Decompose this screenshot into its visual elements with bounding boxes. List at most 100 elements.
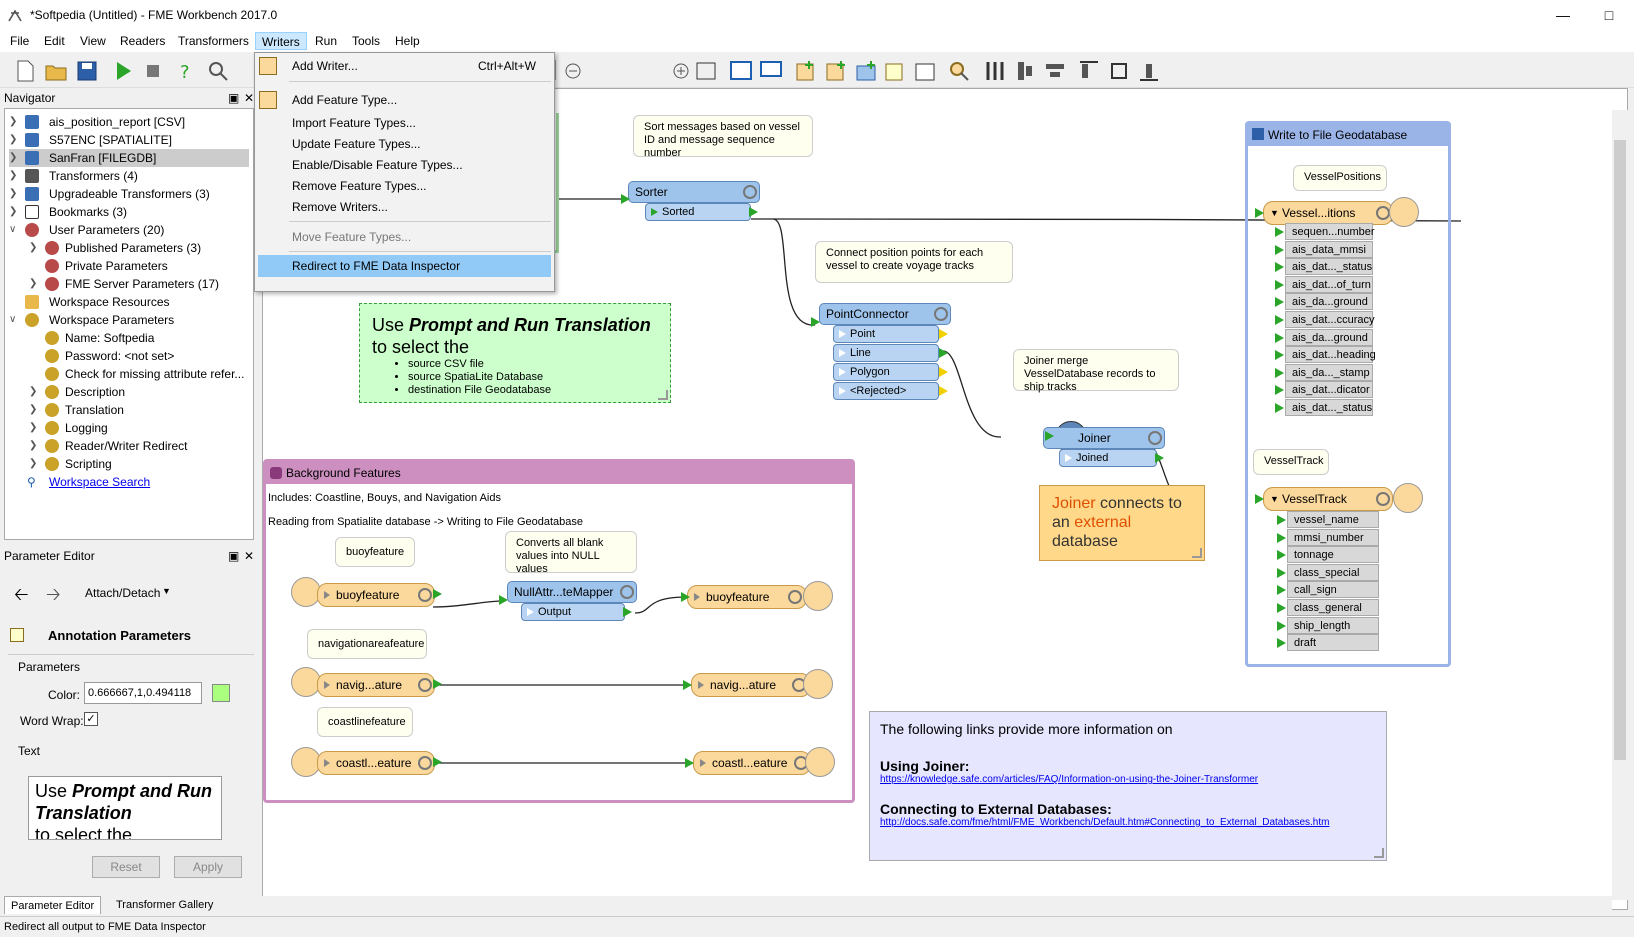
- chevron-right-icon[interactable]: ❯: [9, 116, 18, 127]
- menu-transformers[interactable]: Transformers: [178, 34, 249, 48]
- output-port-icon[interactable]: [749, 207, 758, 217]
- output-port-icon[interactable]: [939, 329, 948, 339]
- color-input[interactable]: 0.666667,1,0.494118: [84, 682, 202, 704]
- sorter-transformer[interactable]: Sorter: [628, 181, 760, 203]
- chevron-right-icon[interactable]: ❯: [9, 134, 18, 145]
- chevron-down-icon[interactable]: ▼: [1270, 208, 1279, 218]
- attribute-port-icon[interactable]: [1275, 297, 1284, 308]
- add-writer-icon[interactable]: [823, 58, 849, 84]
- minimize-button[interactable]: —: [1556, 7, 1570, 23]
- menu-update-feature-types[interactable]: Update Feature Types...: [292, 137, 421, 151]
- gear-icon[interactable]: [788, 590, 802, 604]
- menu-import-feature-types[interactable]: Import Feature Types...: [292, 116, 416, 130]
- attribute-port-icon[interactable]: [1275, 350, 1284, 361]
- tree-item-password[interactable]: Password: <not set>: [29, 347, 249, 365]
- nav-writer[interactable]: navig...ature: [691, 673, 811, 697]
- workspace-canvas[interactable]: Use Prompt and Run Translation to select…: [262, 88, 1628, 910]
- vesselpositions-attribute[interactable]: ais_dat...ccuracy: [1285, 311, 1375, 328]
- vesseltrack-label[interactable]: VesselTrack: [1253, 449, 1329, 475]
- add-reader-icon[interactable]: [793, 58, 819, 84]
- save-button[interactable]: [74, 58, 100, 84]
- gear-icon[interactable]: [418, 678, 432, 692]
- menu-remove-writers[interactable]: Remove Writers...: [292, 200, 388, 214]
- write-gdb-bookmark-title[interactable]: Write to File Geodatabase: [1248, 124, 1448, 146]
- tree-item-server-parameters[interactable]: ❯FME Server Parameters (17): [29, 277, 220, 291]
- pointconnector-port-point[interactable]: Point: [833, 325, 939, 343]
- vesselpositions-attribute[interactable]: ais_data_mmsi: [1285, 240, 1373, 258]
- maximize-button[interactable]: □: [1604, 7, 1614, 23]
- coast-label[interactable]: coastlinefeature: [317, 707, 413, 737]
- input-port-icon[interactable]: [621, 194, 630, 204]
- attribute-port-icon[interactable]: [1277, 550, 1286, 561]
- output-port-icon[interactable]: [939, 386, 948, 396]
- gear-icon[interactable]: [934, 307, 948, 321]
- prompt-run-annotation[interactable]: Use Prompt and Run Translation to select…: [359, 303, 671, 403]
- input-port-icon[interactable]: [811, 317, 820, 327]
- align-top-icon[interactable]: [1076, 58, 1102, 84]
- buoy-label[interactable]: buoyfeature: [335, 537, 415, 567]
- buoy-reader[interactable]: buoyfeature: [317, 583, 435, 607]
- joiner-info-link[interactable]: https://knowledge.safe.com/articles/FAQ/…: [880, 774, 1259, 785]
- close-panel-icon[interactable]: ✕: [244, 549, 255, 563]
- attribute-port-icon[interactable]: [1275, 403, 1284, 413]
- sorter-port-sorted[interactable]: Sorted: [645, 203, 751, 221]
- menu-run[interactable]: Run: [315, 34, 338, 48]
- word-wrap-checkbox[interactable]: ✓: [84, 712, 98, 726]
- joiner-transformer[interactable]: Joiner: [1043, 427, 1165, 449]
- zoom-extents-icon[interactable]: [728, 58, 754, 84]
- attribute-port-icon[interactable]: [1275, 227, 1284, 237]
- tree-item-reader-csv[interactable]: ❯ais_position_report [CSV]: [9, 115, 186, 129]
- tree-item-upgradeable[interactable]: ❯Upgradeable Transformers (3): [9, 187, 210, 201]
- back-arrow-icon[interactable]: 🡠: [14, 584, 29, 604]
- attribute-port-icon[interactable]: [1275, 332, 1284, 343]
- vesselpositions-attribute[interactable]: ais_da..._stamp: [1285, 363, 1373, 381]
- background-features-bookmark[interactable]: Background Features Includes: Coastline,…: [263, 459, 855, 803]
- pointconnector-port-line[interactable]: Line: [833, 344, 939, 362]
- tree-item-redirect[interactable]: ❯Reader/Writer Redirect: [29, 439, 188, 453]
- input-port-icon[interactable]: [681, 592, 690, 602]
- chevron-down-icon[interactable]: ∨: [9, 314, 17, 325]
- tree-item-scripting[interactable]: ❯Scripting: [29, 457, 112, 471]
- zoom-out-icon[interactable]: [560, 58, 586, 84]
- gear-icon[interactable]: [418, 588, 432, 602]
- forward-arrow-icon[interactable]: 🡢: [46, 584, 61, 604]
- output-port-icon[interactable]: [1155, 453, 1164, 463]
- menu-remove-feature-types[interactable]: Remove Feature Types...: [292, 179, 427, 193]
- vesseltrack-attribute[interactable]: tonnage: [1287, 546, 1379, 564]
- input-port-icon[interactable]: [683, 680, 692, 690]
- vesseltrack-attribute[interactable]: call_sign: [1287, 581, 1379, 599]
- nullmapper-annotation[interactable]: Converts all blank values into NULL valu…: [505, 531, 637, 575]
- add-annotation-icon[interactable]: [882, 58, 908, 84]
- tree-item-writer-filegdb[interactable]: ❯SanFran [FILEGDB]: [9, 149, 249, 167]
- joiner-annotation[interactable]: Joiner merge VesselDatabase records to s…: [1013, 349, 1179, 393]
- zoom-fit-icon[interactable]: [693, 58, 719, 84]
- vesseltrack-attribute[interactable]: class_special: [1287, 563, 1379, 581]
- attribute-port-icon[interactable]: [1277, 620, 1286, 631]
- tree-item-name[interactable]: Name: Softpedia: [29, 329, 249, 347]
- nullmapper-transformer[interactable]: NullAttr...teMapper: [507, 581, 637, 603]
- input-port-icon[interactable]: [1255, 494, 1264, 504]
- chevron-right-icon[interactable]: ❯: [29, 404, 38, 415]
- attribute-port-icon[interactable]: [1277, 638, 1286, 649]
- attribute-port-icon[interactable]: [1277, 603, 1286, 613]
- add-transformer-icon[interactable]: [853, 58, 879, 84]
- menu-enable-disable-feature-types[interactable]: Enable/Disable Feature Types...: [292, 158, 463, 172]
- menu-writers[interactable]: Writers: [255, 32, 307, 50]
- chevron-right-icon[interactable]: ❯: [29, 386, 38, 397]
- chevron-right-icon[interactable]: ❯: [9, 206, 18, 217]
- attribute-port-icon[interactable]: [1275, 279, 1284, 290]
- menu-edit[interactable]: Edit: [44, 34, 65, 48]
- output-port-icon[interactable]: [623, 607, 632, 617]
- menu-tools[interactable]: Tools: [352, 34, 381, 48]
- inspect-icon[interactable]: [205, 58, 231, 84]
- pointconnector-transformer[interactable]: PointConnector: [819, 303, 951, 325]
- tree-item-user-parameters[interactable]: ∨User Parameters (20): [9, 223, 165, 237]
- tree-item-workspace-resources[interactable]: Workspace Resources: [9, 293, 249, 311]
- gear-icon[interactable]: [620, 585, 634, 599]
- buoy-writer[interactable]: buoyfeature: [687, 585, 807, 609]
- chevron-down-icon[interactable]: ▼: [162, 586, 171, 596]
- output-port-icon[interactable]: [433, 679, 442, 689]
- input-port-icon[interactable]: [499, 595, 508, 605]
- vesselpositions-label[interactable]: VesselPositions: [1293, 165, 1387, 191]
- input-port-icon[interactable]: [685, 758, 694, 768]
